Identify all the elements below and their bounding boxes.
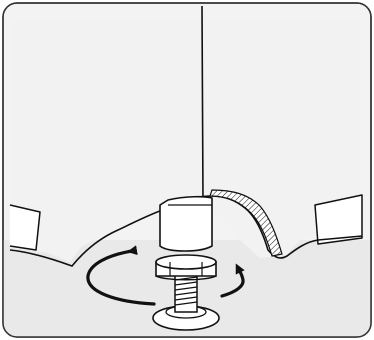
frame-outline xyxy=(2,2,372,338)
appliance-base-panel xyxy=(10,18,360,262)
right-bracket xyxy=(314,194,363,245)
left-bracket xyxy=(9,204,41,251)
rotation-arrow-clockwise xyxy=(220,263,245,298)
foot-column xyxy=(159,195,213,252)
hatched-edge xyxy=(209,189,283,257)
hex-nut xyxy=(155,254,217,281)
rotation-arrow-counterclockwise xyxy=(86,245,156,306)
vertical-line xyxy=(201,5,204,203)
